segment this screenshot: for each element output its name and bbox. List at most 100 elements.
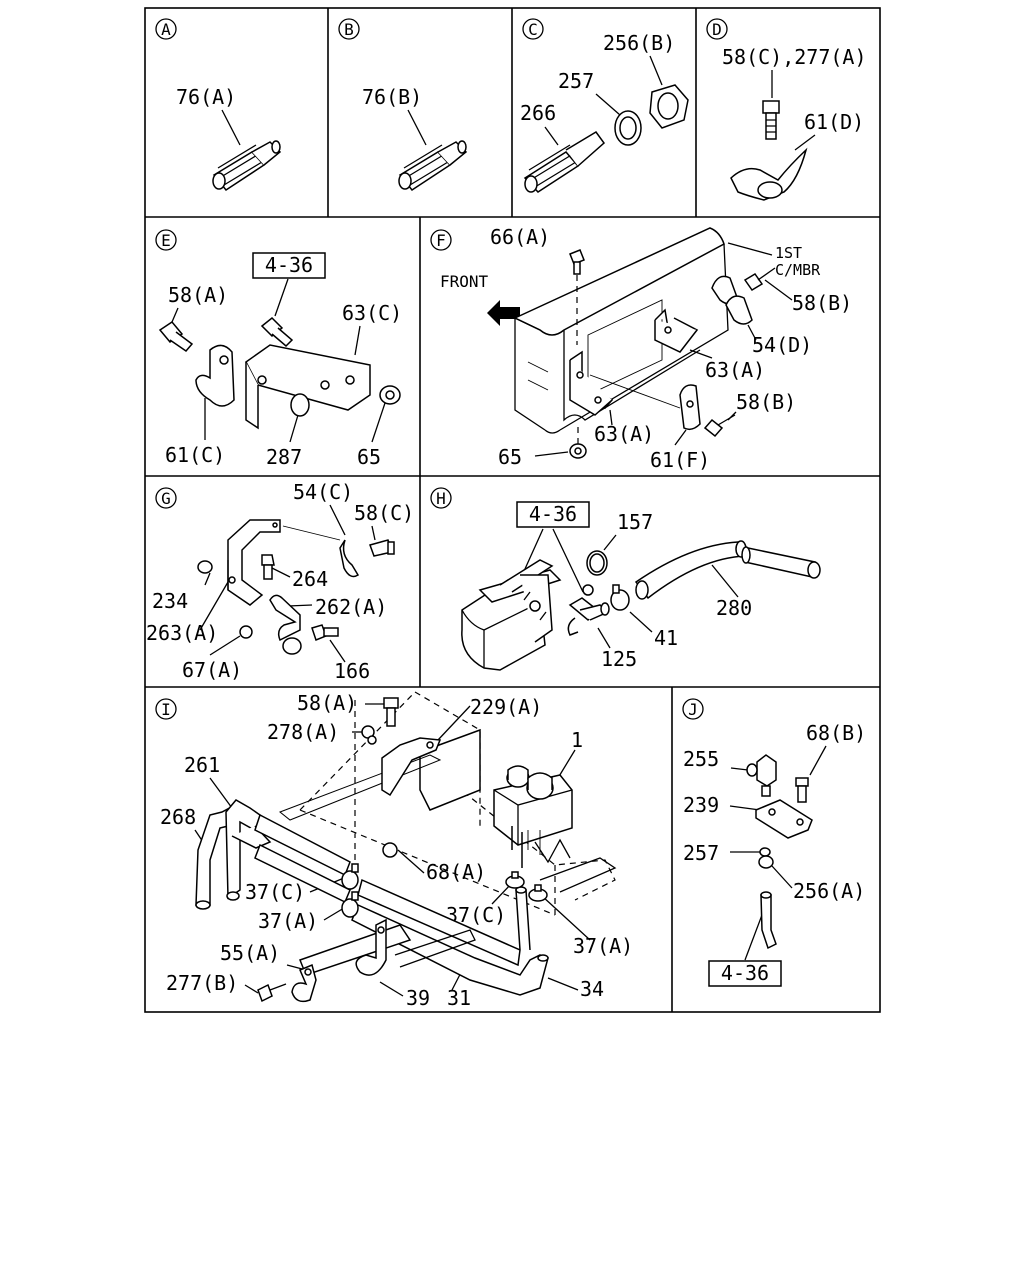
part-label-68b: 68(B): [806, 721, 866, 745]
part-label-37a-right: 37(A): [573, 934, 633, 958]
part-label-63a-right: 63(A): [705, 358, 765, 382]
part-label-76a: 76(A): [176, 85, 236, 109]
reference-box: [516, 501, 590, 528]
pump-part: [461, 559, 562, 671]
washer-part: [759, 847, 771, 857]
panel-e-letter: E: [161, 231, 171, 250]
panel-f: F FRONT 1ST C/MBR 66(A) 58(B) 54(D) 63(A…: [430, 225, 852, 472]
front-label: FRONT: [440, 272, 489, 291]
bracket-part: [245, 344, 371, 430]
part-label-234: 234: [152, 589, 188, 613]
nut-part: [649, 84, 689, 129]
part-label-63c: 63(C): [342, 301, 402, 325]
bracket-part: [227, 519, 281, 606]
clip-part: [339, 539, 360, 578]
part-label-41: 41: [654, 626, 678, 650]
bolt-part: [257, 983, 287, 1003]
bolt-part: [311, 624, 339, 641]
part-label-39: 39: [406, 986, 430, 1010]
part-label-277b: 277(B): [166, 971, 238, 995]
part-label-65: 65: [357, 445, 381, 469]
part-label-256b: 256(B): [603, 31, 675, 55]
part-label-34: 34: [580, 977, 604, 1001]
part-label-287: 287: [266, 445, 302, 469]
bolt-part: [369, 539, 395, 557]
part-label-31: 31: [447, 986, 471, 1010]
panel-a-letter: A: [161, 20, 171, 39]
panel-h-letter: H: [436, 489, 446, 508]
clip-part: [679, 384, 701, 431]
reference-label: 4-36: [265, 253, 313, 277]
part-label-58b-bottom: 58(B): [736, 390, 796, 414]
panel-i-letter: I: [161, 700, 171, 719]
part-label-166: 166: [334, 659, 370, 683]
nut-part: [290, 385, 401, 417]
member-label-line2: C/MBR: [775, 261, 821, 279]
washer-part: [614, 110, 642, 146]
panel-c: C 256(B) 257 266: [520, 18, 689, 193]
fitting-part: [746, 754, 777, 797]
part-label-239: 239: [683, 793, 719, 817]
clip-part: [355, 918, 387, 976]
bolt-part: [795, 777, 809, 803]
part-label-268: 268: [160, 805, 196, 829]
part-label-125: 125: [601, 647, 637, 671]
panel-g: G 54(C) 58(C) 264 234 262(A) 263(A) 67(A…: [146, 480, 414, 683]
connector-part: [567, 584, 610, 636]
panel-g-letter: G: [161, 489, 171, 508]
bracket-part: [381, 737, 442, 797]
oring-part: [586, 550, 608, 576]
panel-h: H 4-36 157 280 41 125: [430, 487, 821, 671]
part-label-257: 257: [558, 69, 594, 93]
fitting-part: [398, 140, 468, 192]
part-label-256a: 256(A): [793, 879, 865, 903]
panel-b-letter: B: [344, 20, 354, 39]
part-label-58a: 58(A): [297, 691, 357, 715]
pipe-part: [760, 891, 777, 950]
reference-label: 4-36: [721, 961, 769, 985]
nut-part: [197, 560, 213, 574]
part-label-58c: 58(C): [354, 501, 414, 525]
clip-part: [291, 963, 317, 1003]
bolt-part: [383, 697, 399, 727]
bolt-part: [762, 100, 780, 140]
part-label-54c: 54(C): [293, 480, 353, 504]
part-label-61f: 61(F): [650, 448, 710, 472]
reservoir-tank: [493, 765, 573, 868]
part-label-55a: 55(A): [220, 941, 280, 965]
part-label-58b-top: 58(B): [792, 291, 852, 315]
panel-e: E 4-36 58(A) 63(C) 61(C) 287 65: [155, 229, 402, 469]
bolt-part: [260, 316, 294, 348]
hose-part: [741, 546, 821, 579]
part-label-76b: 76(B): [362, 85, 422, 109]
part-label-255: 255: [683, 747, 719, 771]
bolt-part: [361, 725, 377, 745]
panel-f-letter: F: [436, 231, 446, 250]
part-label-257: 257: [683, 841, 719, 865]
panel-d: D 58(C),277(A) 61(D): [706, 18, 867, 201]
clip-part: [195, 344, 235, 407]
hose-part: [634, 540, 747, 600]
bracket-part: [569, 350, 614, 416]
clamp-part: [610, 584, 630, 611]
panel-grid: [144, 7, 881, 1013]
part-label-66a: 66(A): [490, 225, 550, 249]
part-label-278a: 278(A): [267, 720, 339, 744]
nut-part: [382, 842, 398, 858]
part-label-1: 1: [571, 728, 583, 752]
part-label-61d: 61(D): [804, 110, 864, 134]
part-label-261: 261: [184, 753, 220, 777]
panel-a: A 76(A): [155, 18, 282, 192]
nut-part: [758, 855, 774, 869]
part-label-264: 264: [292, 567, 328, 591]
part-label-266: 266: [520, 101, 556, 125]
part-label-58c-277a: 58(C),277(A): [722, 45, 867, 69]
clip-part: [269, 594, 302, 655]
part-label-63a-left: 63(A): [594, 422, 654, 446]
part-label-280: 280: [716, 596, 752, 620]
clamp-part: [341, 863, 548, 918]
part-label-54d: 54(D): [752, 333, 812, 357]
panel-j-letter: J: [688, 700, 698, 719]
reference-label: 4-36: [529, 502, 577, 526]
